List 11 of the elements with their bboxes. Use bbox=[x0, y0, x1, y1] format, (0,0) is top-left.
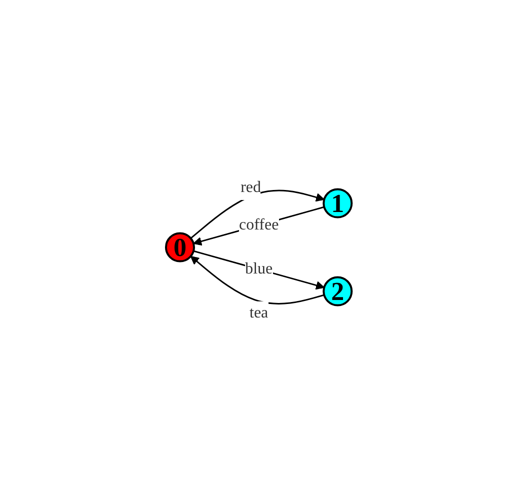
edge-label: blue bbox=[244, 260, 272, 278]
edge-label: tea bbox=[249, 304, 268, 322]
node-circle: 1 bbox=[322, 188, 352, 219]
edge-label: red bbox=[240, 179, 261, 196]
arrow bbox=[190, 190, 324, 240]
edge-label: coffee bbox=[238, 216, 278, 234]
node-circle: 2 bbox=[322, 276, 352, 307]
node-circle: 0 bbox=[164, 232, 195, 263]
arrow bbox=[190, 256, 324, 305]
arrow bbox=[192, 206, 324, 246]
arrow bbox=[192, 250, 324, 290]
